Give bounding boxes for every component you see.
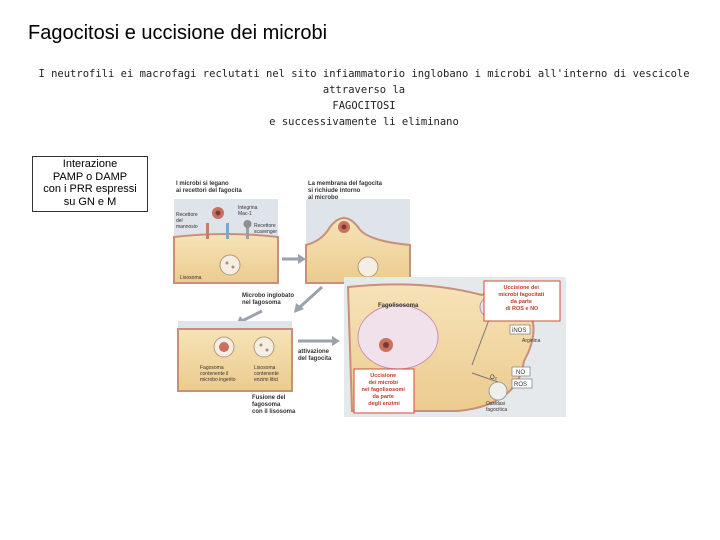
ros-label: ROS [514, 382, 527, 388]
page-title: Fagocitosi e uccisione dei microbi [28, 22, 328, 44]
fusion-caption: fagosoma [252, 402, 281, 408]
phagosome-label: Fagosoma [200, 365, 224, 371]
activation-caption: attivazione [298, 349, 330, 355]
oxygen-label: O₂ [490, 375, 498, 381]
panel-3-caption: Microbo inglobato [242, 293, 294, 299]
ros-killing-text: di ROS e NO [506, 306, 539, 312]
svg-text:Uccisione dei microbi: Uccisione dei microbi nei fagolisosomi d… [362, 373, 407, 407]
arrow-icon [298, 285, 324, 309]
svg-text:Fagosoma contenente il: Fagosoma contenente il microbo ingerito [200, 365, 236, 383]
no-label: NO [516, 370, 525, 376]
no-box [511, 366, 531, 377]
note-line: su GN e M [63, 195, 117, 208]
lysosome-shape [357, 256, 379, 278]
intro-line-3: e successivamente li eliminano [269, 116, 459, 128]
scavenger-label: scavenger [254, 229, 277, 235]
phagocyte-membrane [305, 217, 411, 284]
lysosome-label: Lisosoma [180, 275, 202, 281]
fusion-caption: Fusione del [252, 395, 286, 401]
pathway-line [471, 316, 499, 383]
arrow-head-icon [294, 303, 304, 313]
svg-text:Uccisione dei microbi fa: Uccisione dei microbi fagocitati da part… [498, 285, 545, 312]
integrin-label: Integrina [238, 205, 258, 211]
lysosome-shape [219, 254, 241, 276]
note-line: Interazione [62, 158, 118, 170]
receptor-label: Recettore [176, 212, 198, 218]
svg-text:Lisosoma contenente: Lisosoma contenente enzimi litici [254, 365, 280, 383]
panel-2-caption: al microbo [308, 195, 339, 201]
panel-1-caption: I microbi si legano [176, 181, 229, 187]
oxidase-icon [488, 381, 508, 401]
ros-killing-text: Uccisione dei [504, 285, 540, 291]
enzyme-killing-text: dei microbi [369, 380, 399, 386]
note-line: PAMP o DAMP [52, 170, 128, 183]
ros-killing-text: da parte [511, 299, 532, 305]
svg-text:Recettore scavenger: Recettore scavenger [254, 223, 277, 235]
receptor-label: del [176, 218, 183, 224]
intro-text: I neutrofili ei macrofagi reclutati nel … [30, 66, 698, 130]
inos-label: iNOS [512, 328, 526, 334]
panel-4-phagosome-lysosome: Fagosoma contenente il microbo ingerito … [177, 321, 293, 392]
lysosome-label: contenente [254, 371, 279, 377]
panel-2-caption: La membrana del fagocita [308, 181, 383, 187]
arrow-icon [241, 309, 263, 323]
phagosome-label: contenente il [200, 371, 228, 377]
svg-text:Recettore del mann: Recettore del mannosio [176, 212, 199, 230]
phagosome-label: microbo ingerito [200, 377, 236, 383]
integrin-icon [226, 223, 229, 239]
svg-text:Microbo inglobato nel fago: Microbo inglobato nel fagosoma [242, 293, 296, 306]
oxidase-label: fagocitica [486, 407, 507, 413]
ros-box [511, 378, 533, 389]
enzyme-killing-text: da parte [373, 394, 394, 400]
enzyme-killing-text: Uccisione [370, 373, 396, 379]
lysosome-shape [253, 336, 275, 358]
receptor-label: mannosio [176, 224, 198, 230]
panel-3-caption: nel fagosoma [242, 300, 281, 306]
enzyme-killing-text: degli enzimi [368, 401, 400, 407]
panel-1-microbe-binding: I microbi si legano ai recettori del fag… [173, 181, 279, 284]
enzyme-killing-text: nei fagolisosomi [362, 387, 406, 393]
svg-text:La membrana del fagocita: La membrana del fagocita si richiude int… [308, 181, 384, 201]
enzyme-killing-box [353, 368, 415, 414]
arginine-label: Arginina [522, 338, 541, 344]
ros-no-killing-box [483, 280, 561, 322]
mannose-receptor-icon [206, 223, 209, 239]
panel-5-microbe-killing: Fagolisosoma Uccisione dei microbi fagoc… [344, 277, 566, 417]
phagolysosome-shape [357, 304, 439, 370]
arrow-head-icon [332, 336, 340, 346]
panel-2-caption: si richiude intorno [308, 188, 361, 194]
note-line: con i PRR espressi [43, 183, 137, 195]
lysosome-label: enzimi litici [254, 377, 278, 383]
panel-1-caption: ai recettori del fagocita [176, 188, 242, 194]
integrin-label: Mac-1 [238, 211, 252, 217]
ros-killing-text: microbi fagocitati [498, 292, 544, 298]
scavenger-label: Recettore [254, 223, 276, 229]
scavenger-receptor-icon [246, 227, 249, 239]
svg-text:I microbi si legano ai r: I microbi si legano ai recettori del fag… [176, 181, 242, 194]
activation-caption: del fagocita [298, 356, 332, 362]
panel-2-membrane-closure: La membrana del fagocita si richiude int… [305, 181, 411, 284]
svg-text:Integrina Mac-1: Integrina Mac-1 [238, 205, 259, 217]
pamp-damp-note-box: Interazione PAMP o DAMP con i PRR espres… [32, 156, 148, 212]
intro-line-2: FAGOCITOSI [332, 100, 396, 112]
phagocytosis-illustration: I microbi si legano ai recettori del fag… [173, 181, 566, 417]
intro-line-1: I neutrofili ei macrofagi reclutati nel … [38, 68, 690, 96]
lysosome-label: Lisosoma [254, 365, 276, 371]
svg-text:Ossidasi fagocitica: Ossidasi fagocitica [486, 401, 507, 413]
inos-box [509, 324, 531, 335]
fusion-caption: con il lisosoma [252, 409, 296, 415]
arrow-head-icon [298, 254, 306, 264]
phagolysosome-label: Fagolisosoma [378, 303, 419, 309]
oxidase-label: Ossidasi [486, 401, 505, 407]
phagocytosis-figure: I microbi si legano ai recettori del fag… [172, 175, 572, 425]
svg-text:attivazione del fagocita: attivazione del fagocita [298, 349, 332, 362]
microbe-icon [219, 342, 229, 352]
svg-text:Fusione del fagosoma c: Fusione del fagosoma con il lisosoma [252, 395, 296, 415]
